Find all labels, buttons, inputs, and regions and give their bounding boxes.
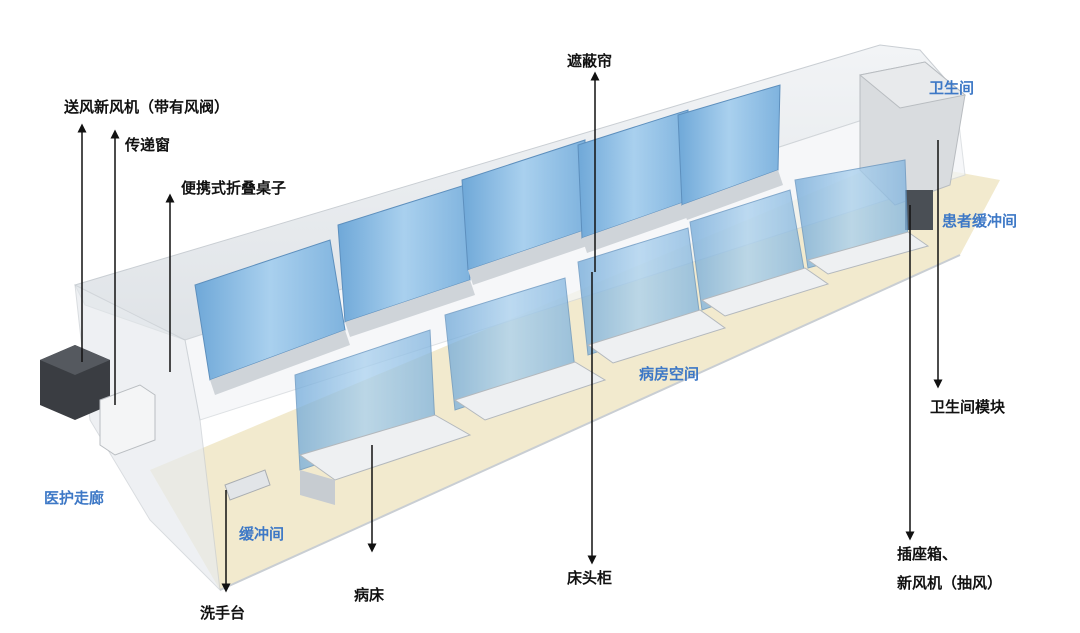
label-bedside-cabinet: 床头柜 xyxy=(567,569,613,587)
container-front-edge xyxy=(219,254,961,591)
label-ward-space: 病房空间 xyxy=(639,365,700,383)
label-socket-box: 插座箱、 新风机（抽风） xyxy=(897,540,1002,598)
label-toilet-module: 卫生间模块 xyxy=(930,398,1006,416)
label-folding-table: 便携式折叠桌子 xyxy=(181,179,287,197)
label-pass-window: 传递窗 xyxy=(125,136,171,154)
label-buffer-room: 缓冲间 xyxy=(239,525,285,543)
wash-basin xyxy=(224,469,271,501)
front-bed xyxy=(689,189,830,317)
front-bed xyxy=(794,159,930,275)
label-curtain: 遮蔽帘 xyxy=(567,52,613,70)
rear-bed xyxy=(677,84,783,220)
label-toilet: 卫生间 xyxy=(929,79,975,97)
label-patient-buffer: 患者缓冲间 xyxy=(942,212,1018,230)
rear-bed xyxy=(337,184,475,337)
label-socket-box-line1: 插座箱、 xyxy=(897,545,958,563)
label-wash-basin: 洗手台 xyxy=(200,604,246,622)
rear-bed xyxy=(577,109,695,253)
label-fresh-air-unit: 送风新风机（带有风阀） xyxy=(64,98,230,116)
front-bed-row xyxy=(294,159,930,505)
fresh-air-unit xyxy=(40,345,110,420)
label-socket-box-line2: 新风机（抽风） xyxy=(897,574,1003,592)
rear-bed xyxy=(461,139,590,285)
front-bed xyxy=(444,277,607,421)
front-bed xyxy=(294,329,472,505)
pass-window xyxy=(99,384,156,456)
rear-bed-row xyxy=(194,84,783,395)
label-medical-corridor: 医护走廊 xyxy=(44,489,105,507)
rear-bed xyxy=(194,239,350,395)
front-bed xyxy=(577,227,727,364)
leader-lines xyxy=(77,71,943,593)
label-hospital-bed: 病床 xyxy=(354,586,385,604)
